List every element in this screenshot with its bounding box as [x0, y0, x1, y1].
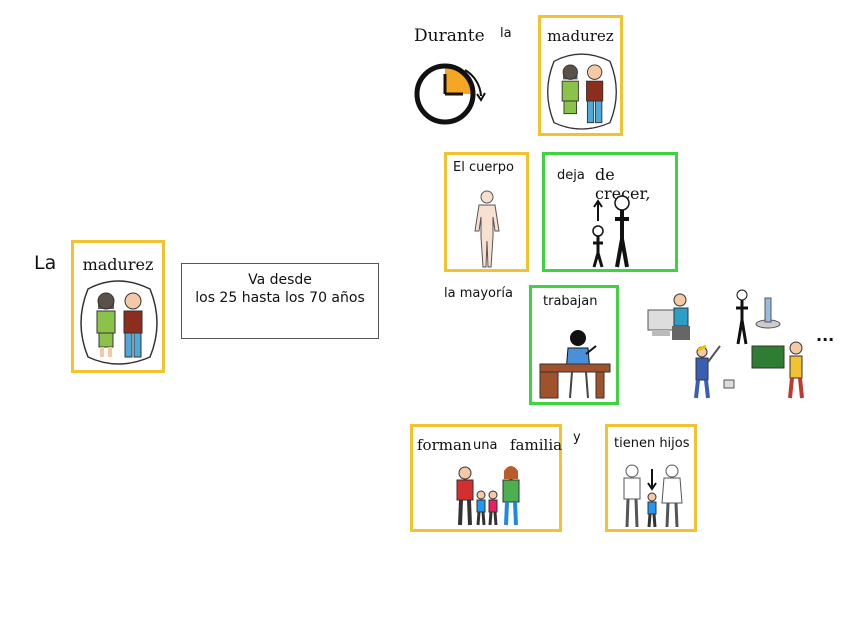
madurez-top-label: madurez — [547, 27, 614, 45]
worker-desk-icon — [539, 330, 611, 399]
growth-icon — [592, 195, 630, 268]
madurez-card-left: madurez — [71, 240, 165, 373]
deja-label: deja — [557, 168, 585, 183]
madurez-card-top: madurez — [538, 15, 623, 136]
trabajan-card: trabajan — [529, 285, 619, 405]
hijos-label: tienen hijos — [614, 436, 690, 451]
ellipsis-label: ... — [816, 326, 835, 345]
family-icon — [456, 466, 520, 526]
cuerpo-label: El cuerpo — [453, 160, 514, 175]
madurez-label: madurez — [82, 255, 154, 274]
body-icon — [474, 190, 500, 268]
durante-label: Durante — [414, 26, 485, 46]
article-la: La — [34, 252, 57, 274]
age-range-line1: Va desde — [248, 272, 312, 288]
crecer-card: deja de crecer, — [542, 152, 678, 272]
parents-child-icon — [623, 464, 683, 528]
trabajan-label: trabajan — [543, 294, 598, 309]
age-range-line2: los 25 hasta los 70 años — [195, 290, 365, 306]
familia-card: forman una familia — [410, 424, 562, 532]
couple-icon — [80, 280, 158, 365]
una-label: una — [473, 438, 498, 453]
clock-icon — [414, 63, 486, 125]
cuerpo-card: El cuerpo — [444, 152, 529, 272]
mayoria-label: la mayoría — [444, 286, 513, 301]
jobs-collage-icon — [647, 289, 804, 399]
familia-label: familia — [510, 436, 563, 454]
y-label: y — [573, 430, 581, 445]
crecer-label: de crecer, — [595, 165, 651, 203]
hijos-card: tienen hijos — [605, 424, 697, 532]
forman-label: forman — [417, 436, 472, 454]
age-range-box: Va desde los 25 hasta los 70 años — [181, 263, 379, 339]
couple-icon — [547, 53, 617, 130]
la-label: la — [500, 26, 512, 41]
